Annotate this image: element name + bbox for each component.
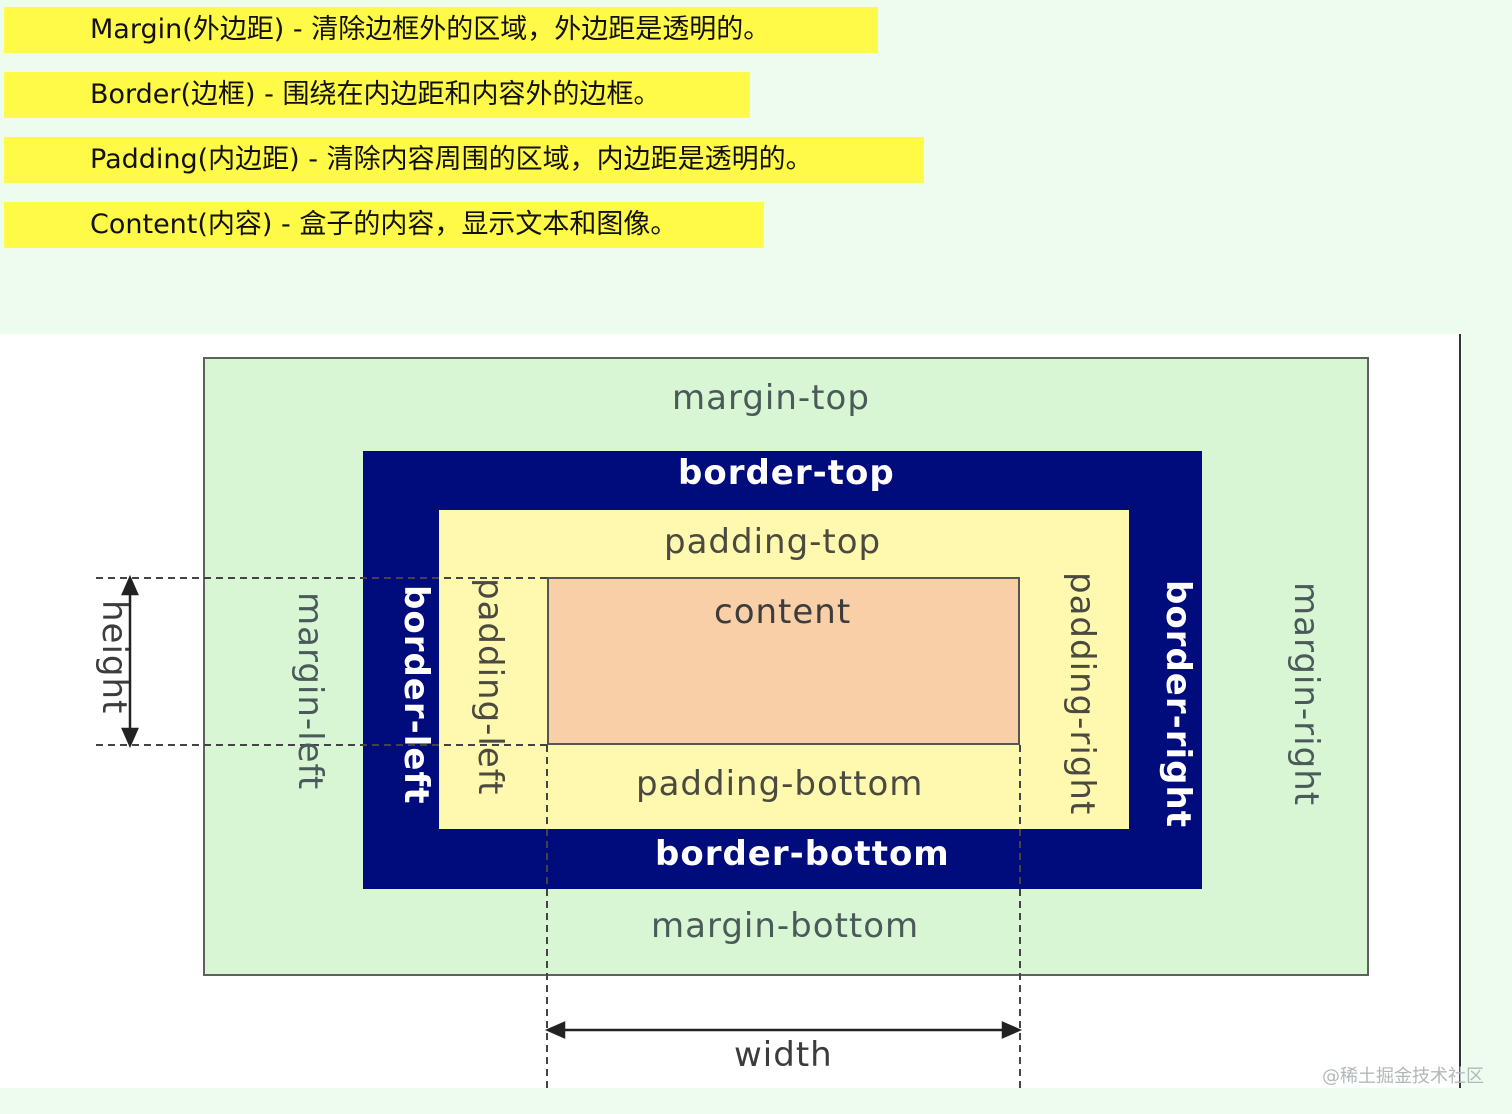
label-width: width (734, 1035, 833, 1075)
label-margin-bottom: margin-bottom (651, 906, 920, 946)
label-margin-top: margin-top (672, 378, 870, 418)
label-padding-right: padding-right (1062, 572, 1102, 816)
note-margin: Margin(外边距) - 清除边框外的区域，外边距是透明的。 (4, 7, 878, 53)
label-border-right: border-right (1158, 580, 1198, 828)
note-content: Content(内容) - 盒子的内容，显示文本和图像。 (4, 202, 764, 248)
note-padding: Padding(内边距) - 清除内容周围的区域，内边距是透明的。 (4, 137, 924, 183)
watermark: @稀土掘金技术社区 (1322, 1066, 1484, 1087)
label-margin-right: margin-right (1286, 582, 1326, 807)
content-box (547, 577, 1020, 745)
label-border-bottom: border-bottom (655, 834, 950, 874)
note-border: Border(边框) - 围绕在内边距和内容外的边框。 (4, 72, 750, 118)
label-height: height (94, 600, 134, 715)
label-padding-bottom: padding-bottom (636, 764, 924, 804)
label-border-top: border-top (678, 453, 895, 493)
label-border-left: border-left (396, 585, 436, 805)
label-margin-left: margin-left (290, 592, 330, 791)
label-padding-top: padding-top (664, 522, 882, 562)
label-content: content (714, 592, 852, 632)
label-padding-left: padding-left (470, 578, 510, 796)
diagram-edge-line (1459, 334, 1461, 1088)
